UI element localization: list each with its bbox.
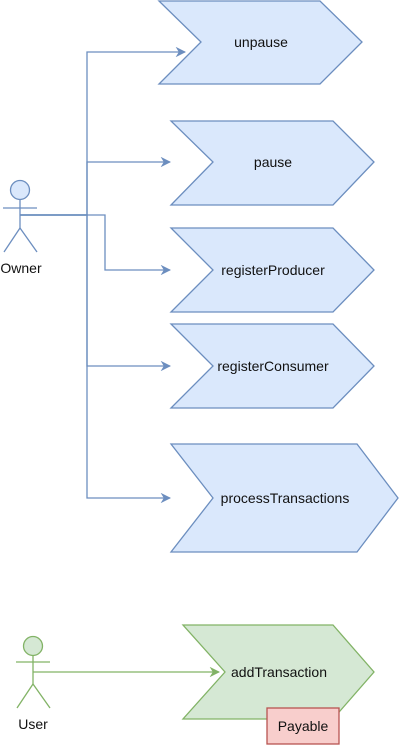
actor-right-leg xyxy=(32,683,51,709)
connector-owner-unpause xyxy=(20,46,187,216)
owner-connectors xyxy=(20,46,187,504)
connector-owner-processTransactions xyxy=(20,214,172,504)
function-label: addTransaction xyxy=(231,664,327,680)
payable-badge-box xyxy=(266,707,340,745)
function-label: registerConsumer xyxy=(217,358,329,374)
actor-user[interactable] xyxy=(16,635,51,709)
actor-head xyxy=(9,179,31,201)
function-shape xyxy=(169,443,399,553)
function-label: pause xyxy=(254,154,292,170)
actor-left-leg xyxy=(3,227,21,253)
function-unpause[interactable]: unpause xyxy=(157,0,363,85)
payable-badge: Payable xyxy=(266,707,340,745)
function-registerConsumer[interactable]: registerConsumer xyxy=(169,323,375,409)
connector-owner-registerConsumer xyxy=(20,214,172,372)
function-shape xyxy=(169,323,375,409)
function-label: processTransactions xyxy=(221,490,350,506)
actor-head xyxy=(22,635,44,657)
payable-badge-label: Payable xyxy=(278,718,329,734)
actor-owner[interactable] xyxy=(3,179,38,253)
function-shape xyxy=(169,120,375,206)
function-label: unpause xyxy=(234,34,288,50)
function-registerProducer[interactable]: registerProducer xyxy=(169,227,375,313)
function-shape xyxy=(157,0,363,85)
actor-user-label: User xyxy=(18,716,48,732)
actor-owner-label: Owner xyxy=(0,260,42,276)
function-pause[interactable]: pause xyxy=(169,120,375,206)
function-label: registerProducer xyxy=(221,262,325,278)
connector-owner-registerProducer xyxy=(20,214,172,276)
actor-right-leg xyxy=(19,227,38,253)
connector-owner-pause xyxy=(20,156,172,216)
actor-left-leg xyxy=(16,683,34,709)
function-shape xyxy=(169,227,375,313)
function-addTransaction[interactable]: addTransaction xyxy=(181,624,375,720)
function-processTransactions[interactable]: processTransactions xyxy=(169,443,399,553)
